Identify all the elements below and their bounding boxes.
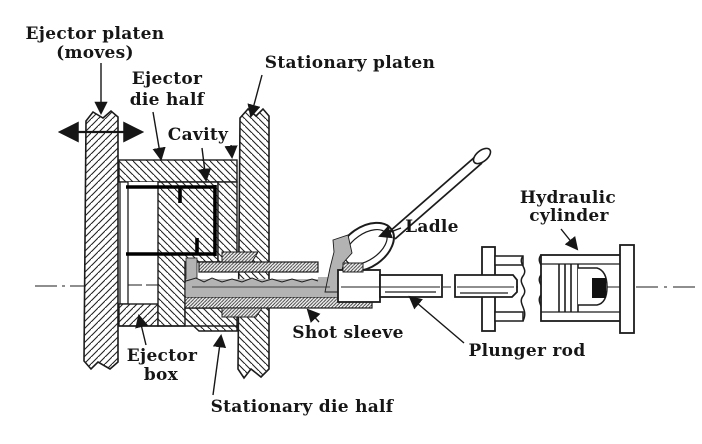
break-line-left [520,255,526,322]
shot-sleeve-leader [306,308,321,323]
cavity-outline [126,185,217,256]
label-stationary-die-half: Stationary die half [211,397,395,417]
plunger-rod-leader [408,295,465,344]
die-bump-above-sleeve [221,251,259,263]
ladle-leader [378,225,402,239]
label-ejector-box-2: box [144,365,179,385]
center-line [35,284,700,288]
label-cavity: Cavity [168,125,229,145]
label-ejector-platen: Ejector platen [26,24,165,44]
label-plunger-rod: Plunger rod [468,341,585,361]
cavity-leader-2 [224,144,238,159]
label-shot-sleeve: Shot sleeve [292,323,403,343]
stationary-die-half-upper [217,181,238,263]
die-bump-below-sleeve [221,307,263,318]
connecting-rod [454,274,518,298]
plunger-rod [379,274,443,298]
ejector-box-leader [135,314,149,346]
cylinder-end-plate [619,244,635,334]
hydraulic-cylinder-leader [560,228,579,251]
stationary-die-half-leader [212,334,227,396]
stationary-platen-leader [247,74,263,118]
label-ejector-box-1: Ejector [127,346,198,366]
ejector-box-bottom [118,303,159,327]
label-ejector-platen-moves: (moves) [56,43,134,63]
ladle-handle-tip [472,147,492,165]
stationary-platen [237,107,270,380]
molten-metal-surface [185,277,319,283]
die-top-band [118,159,238,183]
cavity-leader [197,147,212,182]
ejector-die-half-leader [152,111,166,161]
molten-metal [186,279,338,297]
shot-sleeve-top-wall [198,261,319,273]
ejector-box-interior [128,182,158,304]
label-ladle: Ladle [405,217,459,237]
ejector-plate [119,181,129,305]
label-stationary-platen: Stationary platen [265,53,435,73]
hydraulic-cylinder-assembly [454,244,635,334]
sleeve-end-collar [342,262,364,273]
plunger-head [337,269,381,303]
leader-lines [57,63,579,396]
label-ejector-die-half-1: Ejector [132,69,203,89]
ladle [337,147,492,273]
label-hydraulic-1: Hydraulic [520,188,616,208]
label-hydraulic-2: cylinder [529,206,609,226]
ejector-platen [83,109,119,371]
piston-rod-end [592,278,606,298]
label-ejector-die-half-2: die half [130,90,206,110]
